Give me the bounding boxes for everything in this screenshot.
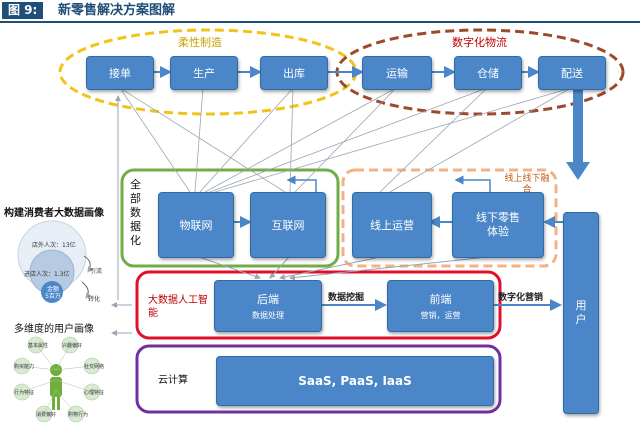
frontend-title: 前端 xyxy=(429,293,452,306)
production-box: 生产 xyxy=(170,56,238,90)
in-store-visitors: 进店人次：1.3亿 xyxy=(24,271,70,278)
persona-tag: 购买能力 xyxy=(14,364,35,370)
saas-paas-iaas-box: SaaS, PaaS, IaaS xyxy=(216,356,494,406)
delivery-label: 配送 xyxy=(561,67,583,80)
header-divider xyxy=(0,21,640,23)
online-offline-label: 线上线下融合 xyxy=(504,174,550,195)
order-taking-box: 接单 xyxy=(86,56,154,90)
flexible-manufacturing-label: 柔性制造 xyxy=(178,36,222,49)
outbound-label: 出库 xyxy=(283,67,305,80)
production-label: 生产 xyxy=(193,67,215,80)
persona-tag: 兴趣偏好 xyxy=(62,343,83,349)
online-operations-box: 线上运营 xyxy=(352,192,432,258)
online-operations-label: 线上运营 xyxy=(370,219,414,232)
full-digitization-outline xyxy=(120,168,340,268)
online-offline-outline xyxy=(341,168,558,268)
frontend-subtitle: 营销，运营 xyxy=(420,311,461,320)
internet-label: 互联网 xyxy=(271,219,305,232)
traffic-circle-inner xyxy=(41,281,63,303)
digital-logistics-label: 数字化物流 xyxy=(452,36,507,49)
cloud-computing-label: 云计算 xyxy=(158,375,188,386)
offline-retail-label: 线下零售体验 xyxy=(476,211,520,238)
outbound-box: 出库 xyxy=(260,56,328,90)
transport-label: 运输 xyxy=(386,67,408,80)
internet-box: 互联网 xyxy=(250,192,326,258)
persona-tag: 消费偏好 xyxy=(36,412,57,418)
user-box: 用户 xyxy=(563,212,599,414)
full-digitization-label: 全部数据化 xyxy=(130,178,141,247)
persona-tag: 行为特征 xyxy=(14,390,35,396)
warehousing-label: 仓储 xyxy=(477,67,499,80)
figure-label: 图 9: xyxy=(2,2,44,19)
backend-box: 后端 数据处理 xyxy=(214,280,322,332)
warehousing-box: 仓储 xyxy=(454,56,522,90)
iot-label: 物联网 xyxy=(179,219,213,232)
saas-paas-iaas-label: SaaS, PaaS, IaaS xyxy=(298,374,412,388)
conversion-label: 转化 xyxy=(88,296,101,303)
persona-tag: 社交网络 xyxy=(84,364,105,370)
persona-body xyxy=(50,377,62,397)
persona-title: 多维度的用户画像 xyxy=(14,324,94,335)
backend-subtitle: 数据处理 xyxy=(252,311,284,320)
persona-tag: 心理特征 xyxy=(84,390,105,396)
outside-store-visitors: 店外人次：13亿 xyxy=(32,242,76,249)
digital-marketing-label: 数字化营销 xyxy=(498,293,544,303)
backend-title: 后端 xyxy=(257,293,279,306)
data-mining-label: 数据挖掘 xyxy=(328,293,365,303)
attract-traffic-label: 引流 xyxy=(90,268,103,275)
transport-box: 运输 xyxy=(362,56,432,90)
offline-retail-box: 线下零售体验 xyxy=(452,192,544,258)
delivery-box: 配送 xyxy=(538,56,606,90)
big-data-profile-title: 构建消费者大数据画像 xyxy=(4,208,104,219)
sales-amount: 金额 5百万 xyxy=(45,286,61,300)
cloud-outline xyxy=(135,344,502,414)
figure-title: 新零售解决方案图解 xyxy=(58,3,176,18)
figure-header: 图 9: 新零售解决方案图解 xyxy=(0,0,640,23)
persona-tag: 基本属性 xyxy=(28,343,49,349)
frontend-box: 前端 营销，运营 xyxy=(387,280,494,332)
big-data-ai-label: 大数据人工智能 xyxy=(148,295,208,319)
iot-box: 物联网 xyxy=(158,192,234,258)
order-taking-label: 接单 xyxy=(109,67,131,80)
user-label: 用户 xyxy=(575,299,587,326)
persona-tag: 购物行为 xyxy=(68,412,89,418)
